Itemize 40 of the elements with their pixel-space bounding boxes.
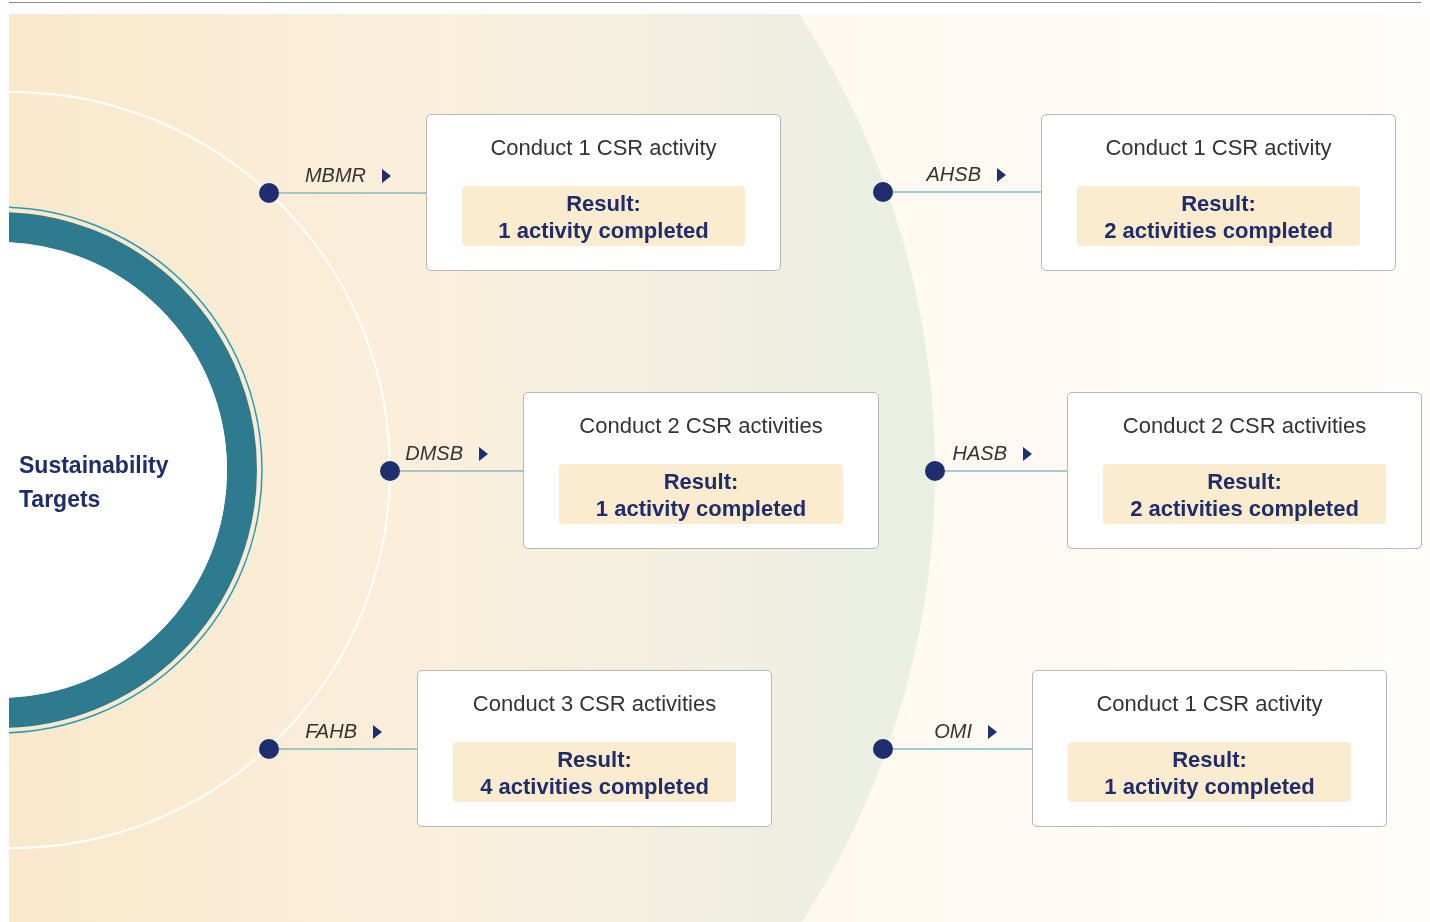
- result-text: Result:: [662, 468, 740, 495]
- target-text: Conduct 1 CSR activity: [489, 135, 718, 161]
- edge-label: AHSB: [926, 163, 981, 186]
- edge-label: MBMR: [304, 164, 366, 187]
- target-card: [1032, 670, 1387, 827]
- result-text: 1 activity completed: [594, 495, 808, 522]
- result-text: Result:: [565, 190, 642, 217]
- connector-line: [944, 447, 1068, 472]
- target-card: [1041, 114, 1396, 271]
- result-text: 4 activities completed: [479, 773, 710, 800]
- result-text: Result:: [1171, 746, 1248, 773]
- target-card: [1067, 392, 1422, 549]
- dot-marker: [873, 182, 893, 202]
- result-text: Result:: [1180, 190, 1257, 217]
- dot-marker: [873, 739, 893, 759]
- result-text: Result:: [556, 746, 633, 773]
- target-text: Conduct 3 CSR activities: [471, 691, 718, 717]
- target-card: [417, 670, 772, 827]
- connector-line: [892, 725, 1033, 750]
- edge-label: FAHB: [305, 720, 357, 743]
- result-text: Result:: [1206, 468, 1283, 495]
- result-text: 1 activity completed: [497, 217, 710, 244]
- target-text: Conduct 1 CSR activity: [1104, 135, 1333, 161]
- target-card: [523, 392, 879, 549]
- edge-label: HASB: [952, 442, 1007, 465]
- result-text: 2 activities completed: [1129, 495, 1360, 522]
- target-card: [426, 114, 781, 271]
- target-text: Conduct 2 CSR activities: [578, 413, 824, 439]
- connector-line: [278, 725, 418, 750]
- connector-line: [892, 168, 1042, 193]
- edge-label: OMI: [934, 720, 972, 743]
- connector-line: [278, 169, 427, 194]
- circle-title: Sustainability Targets: [19, 451, 170, 514]
- result-text: 1 activity completed: [1103, 773, 1316, 800]
- target-text: Conduct 2 CSR activities: [1121, 413, 1368, 439]
- result-text: 2 activities completed: [1103, 217, 1334, 244]
- edge-label: DMSB: [405, 442, 463, 465]
- connector-line: [399, 447, 524, 472]
- target-text: Conduct 1 CSR activity: [1095, 691, 1324, 717]
- dot-marker: [925, 461, 945, 481]
